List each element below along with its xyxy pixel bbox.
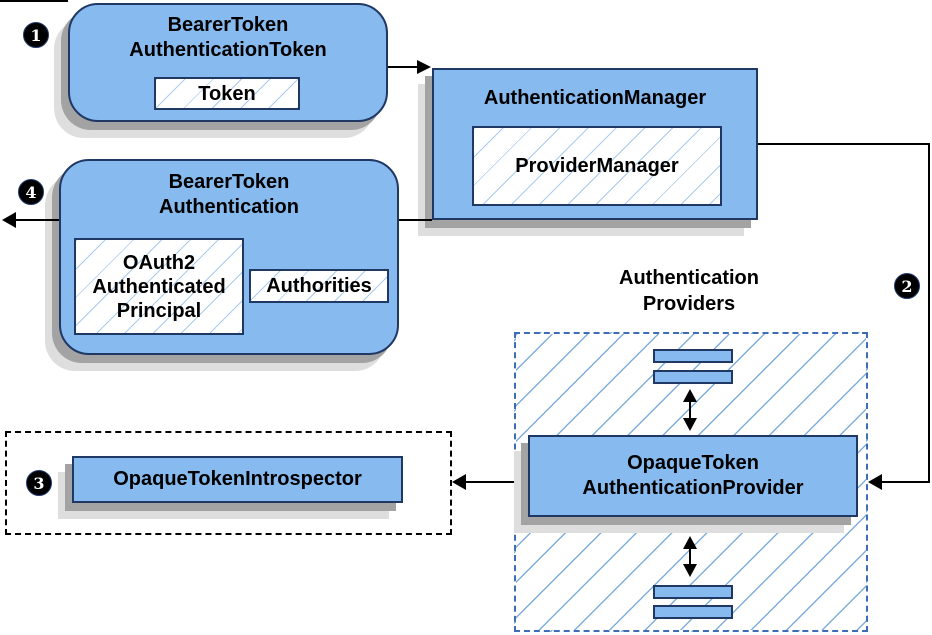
- bidirectional-arrow-up-icon: [683, 536, 697, 549]
- step-1-number: 1: [30, 25, 42, 45]
- bidirectional-arrow-shaft: [689, 547, 691, 567]
- label-line-2: Providers: [642, 293, 736, 315]
- bearer-token-authentication-token-title: BearerToken AuthenticationToken: [70, 5, 386, 63]
- authentication-out-line: [15, 219, 59, 221]
- provider-title-line-2: AuthenticationProvider: [582, 477, 804, 499]
- provider-to-introspector-arrowhead-icon: [452, 474, 466, 490]
- step-1-badge: 1: [23, 22, 49, 48]
- token-chip: Token: [154, 77, 300, 110]
- principal-line-1: OAuth2: [122, 251, 196, 274]
- title-line-1: BearerToken: [167, 14, 289, 36]
- opaque-token-authentication-provider-box: OpaqueToken AuthenticationProvider: [528, 435, 858, 517]
- token-to-manager-arrowhead-icon: [417, 60, 431, 74]
- opaque-token-introspector-box: OpaqueTokenIntrospector: [72, 456, 403, 503]
- provider-manager-chip-label: ProviderManager: [515, 155, 679, 177]
- manager-to-authentication-line: [399, 219, 432, 221]
- manager-to-providers-arrowhead-icon: [868, 474, 882, 490]
- step-3-number: 3: [33, 473, 45, 493]
- oauth2-authenticated-principal-chip: OAuth2 Authenticated Principal: [74, 238, 244, 335]
- principal-line-3: Principal: [116, 299, 202, 322]
- bidirectional-arrow-shaft: [689, 400, 691, 421]
- provider-bar: [653, 349, 733, 363]
- title-line-1: BearerToken: [168, 171, 290, 193]
- bearer-token-authentication-token-box: BearerToken AuthenticationToken Token: [68, 3, 388, 122]
- step-4-badge: 4: [18, 179, 44, 205]
- step-2-number: 2: [901, 276, 913, 296]
- authentication-providers-container: OpaqueToken AuthenticationProvider: [514, 332, 868, 632]
- bearer-token-authentication-title: BearerToken Authentication: [61, 161, 397, 220]
- manager-to-providers-line-bottom: [881, 481, 930, 483]
- provider-to-introspector-line: [465, 481, 514, 483]
- opaque-token-introspector-label: OpaqueTokenIntrospector: [113, 468, 362, 490]
- label-line-1: Authentication: [619, 267, 759, 289]
- token-to-manager-line: [388, 66, 418, 68]
- provider-bar: [653, 585, 733, 599]
- provider-bar: [653, 605, 733, 619]
- authentication-providers-label: Authentication Providers: [539, 265, 839, 317]
- bidirectional-arrow-down-icon: [683, 564, 697, 577]
- step-3-badge: 3: [26, 470, 52, 496]
- authorities-chip-label: Authorities: [266, 275, 372, 297]
- principal-line-2: Authenticated: [92, 275, 226, 298]
- introspector-dashed-container: [5, 431, 452, 535]
- authentication-manager-title: AuthenticationManager: [483, 87, 707, 109]
- token-chip-label: Token: [198, 82, 256, 105]
- provider-bar: [653, 370, 733, 384]
- bidirectional-arrow-down-icon: [683, 418, 697, 431]
- title-line-2: Authentication: [159, 196, 299, 218]
- bearer-token-authentication-box: BearerToken Authentication OAuth2 Authen…: [59, 159, 399, 355]
- provider-title-line-1: OpaqueToken: [627, 452, 759, 474]
- manager-to-providers-line-top: [758, 143, 930, 145]
- bidirectional-arrow-up-icon: [683, 389, 697, 402]
- title-line-2: AuthenticationToken: [129, 39, 327, 61]
- step-4-number: 4: [25, 182, 37, 202]
- incoming-request-line: [0, 0, 68, 2]
- provider-manager-chip: ProviderManager: [472, 126, 722, 206]
- authentication-manager-box: AuthenticationManager ProviderManager: [432, 68, 758, 220]
- authorities-chip: Authorities: [249, 269, 389, 303]
- authentication-out-arrowhead-icon: [2, 212, 16, 228]
- manager-to-providers-line-right: [928, 143, 930, 483]
- step-2-badge: 2: [894, 273, 920, 299]
